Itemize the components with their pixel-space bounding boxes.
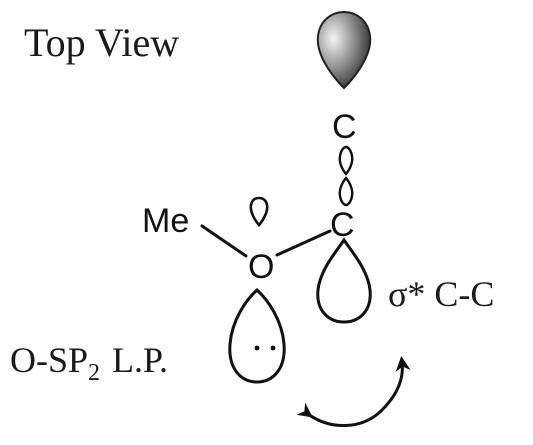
bond-o-c <box>275 229 332 257</box>
bond-me-o <box>200 224 248 258</box>
oxygen-upper-lobe <box>249 196 269 227</box>
oxygen-label: O <box>248 248 274 286</box>
oxygen-lone-pair-lobe <box>228 287 286 384</box>
sigma-star-lobe <box>316 237 372 324</box>
lone-pair-label-subscript: 2 <box>88 360 100 386</box>
sigma-star-label: σ* C-C <box>388 274 494 314</box>
view-title: Top View <box>24 20 179 65</box>
top-shaded-lobe <box>316 10 372 90</box>
lone-pair-electron-right <box>270 345 276 351</box>
lone-pair-electron-left <box>254 345 260 351</box>
pi-lobe-upper <box>338 145 354 176</box>
methyl-label: Me <box>142 202 189 240</box>
carbon-lower-label: C <box>330 206 355 244</box>
lone-pair-label-prefix: O-SP <box>10 340 88 380</box>
carbon-upper-label: C <box>332 108 357 146</box>
lone-pair-label: O-SP2 L.P. <box>10 340 168 386</box>
lone-pair-label-suffix: L.P. <box>112 340 168 380</box>
interaction-arrow <box>296 356 411 427</box>
pi-lobe-lower <box>338 176 354 207</box>
